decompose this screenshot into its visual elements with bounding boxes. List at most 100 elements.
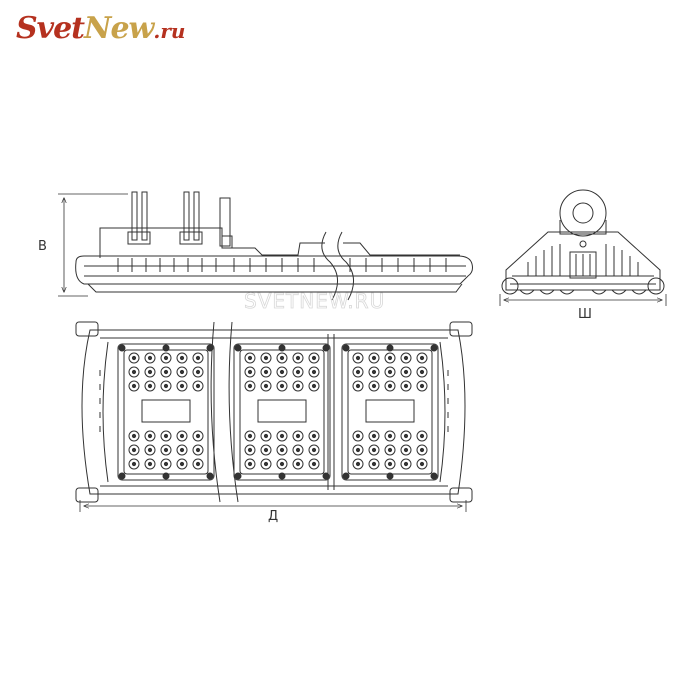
module-screw bbox=[322, 472, 330, 480]
width-dimension bbox=[499, 294, 667, 306]
module-screw bbox=[278, 344, 286, 352]
led-chip bbox=[163, 433, 169, 439]
module-screw bbox=[342, 472, 350, 480]
led-lens bbox=[276, 430, 288, 442]
end-housing bbox=[505, 231, 661, 291]
led-chip bbox=[387, 383, 393, 389]
led-lens bbox=[244, 380, 256, 392]
led-module bbox=[341, 343, 439, 481]
led-lens bbox=[176, 444, 188, 456]
led-chip bbox=[419, 447, 425, 453]
led-chip bbox=[247, 369, 253, 375]
led-chip bbox=[179, 447, 185, 453]
led-lens bbox=[384, 352, 396, 364]
led-chip bbox=[131, 461, 137, 467]
led-lens bbox=[276, 380, 288, 392]
led-chip bbox=[295, 369, 301, 375]
led-lens bbox=[400, 352, 412, 364]
led-chip bbox=[247, 383, 253, 389]
logo-part-domain: .ru bbox=[153, 19, 186, 43]
led-chip bbox=[147, 461, 153, 467]
module-screw bbox=[234, 472, 242, 480]
led-chip bbox=[179, 383, 185, 389]
led-lens bbox=[192, 380, 204, 392]
led-chip bbox=[195, 447, 201, 453]
led-chip bbox=[387, 355, 393, 361]
led-chip bbox=[195, 369, 201, 375]
led-lens bbox=[244, 430, 256, 442]
led-lens bbox=[128, 430, 140, 442]
led-chip bbox=[355, 447, 361, 453]
led-lens bbox=[384, 458, 396, 470]
led-lens bbox=[276, 458, 288, 470]
led-lens bbox=[416, 444, 428, 456]
led-chip bbox=[419, 433, 425, 439]
led-chip bbox=[311, 355, 317, 361]
led-lens bbox=[144, 444, 156, 456]
height-label: В bbox=[38, 239, 47, 254]
led-lens bbox=[416, 458, 428, 470]
led-lens bbox=[416, 430, 428, 442]
led-chip bbox=[355, 383, 361, 389]
module-screw bbox=[162, 472, 170, 480]
led-chip bbox=[355, 355, 361, 361]
length-dimension bbox=[79, 500, 467, 512]
module-screw bbox=[342, 344, 350, 352]
led-chip bbox=[355, 433, 361, 439]
led-lens bbox=[308, 458, 320, 470]
module-screw bbox=[162, 344, 170, 352]
led-chip bbox=[371, 461, 377, 467]
module-screw bbox=[430, 344, 438, 352]
module-screw bbox=[386, 472, 394, 480]
led-chip bbox=[403, 447, 409, 453]
mounting-bracket-right bbox=[179, 191, 203, 245]
led-chip bbox=[263, 447, 269, 453]
led-chip bbox=[147, 433, 153, 439]
bottom-view bbox=[75, 321, 473, 503]
led-lens bbox=[160, 352, 172, 364]
led-lens bbox=[244, 458, 256, 470]
module-screw bbox=[118, 344, 126, 352]
led-lens bbox=[260, 352, 272, 364]
led-chip bbox=[179, 461, 185, 467]
led-chip bbox=[295, 383, 301, 389]
led-lens bbox=[192, 458, 204, 470]
module-screw bbox=[278, 472, 286, 480]
module-screw bbox=[206, 472, 214, 480]
led-chip bbox=[131, 383, 137, 389]
break-mark bbox=[321, 231, 354, 301]
led-chip bbox=[131, 369, 137, 375]
led-chip bbox=[279, 461, 285, 467]
watermark-text: SVETNEW.RU bbox=[244, 289, 385, 313]
led-lens bbox=[144, 380, 156, 392]
led-chip bbox=[263, 383, 269, 389]
mount-eyelet bbox=[559, 189, 607, 237]
led-chip bbox=[279, 369, 285, 375]
led-lens bbox=[352, 352, 364, 364]
side-view bbox=[75, 191, 473, 301]
logo-part-new: New bbox=[84, 11, 154, 46]
led-lens bbox=[416, 380, 428, 392]
led-chip bbox=[403, 383, 409, 389]
led-lens bbox=[128, 380, 140, 392]
led-lens bbox=[368, 430, 380, 442]
led-chip bbox=[195, 383, 201, 389]
led-modules bbox=[117, 343, 439, 481]
led-lens bbox=[308, 444, 320, 456]
led-chip bbox=[311, 433, 317, 439]
led-lens bbox=[176, 458, 188, 470]
brand-logo: SvetNew.ru bbox=[16, 14, 185, 44]
led-lens bbox=[400, 430, 412, 442]
led-lens bbox=[260, 458, 272, 470]
led-lens bbox=[276, 352, 288, 364]
led-lens bbox=[276, 444, 288, 456]
led-chip bbox=[371, 355, 377, 361]
led-lens bbox=[292, 352, 304, 364]
led-lens bbox=[308, 430, 320, 442]
led-chip bbox=[403, 369, 409, 375]
led-lens bbox=[160, 380, 172, 392]
led-lens bbox=[244, 444, 256, 456]
module-screw bbox=[234, 344, 242, 352]
led-chip bbox=[279, 447, 285, 453]
led-chip bbox=[263, 433, 269, 439]
